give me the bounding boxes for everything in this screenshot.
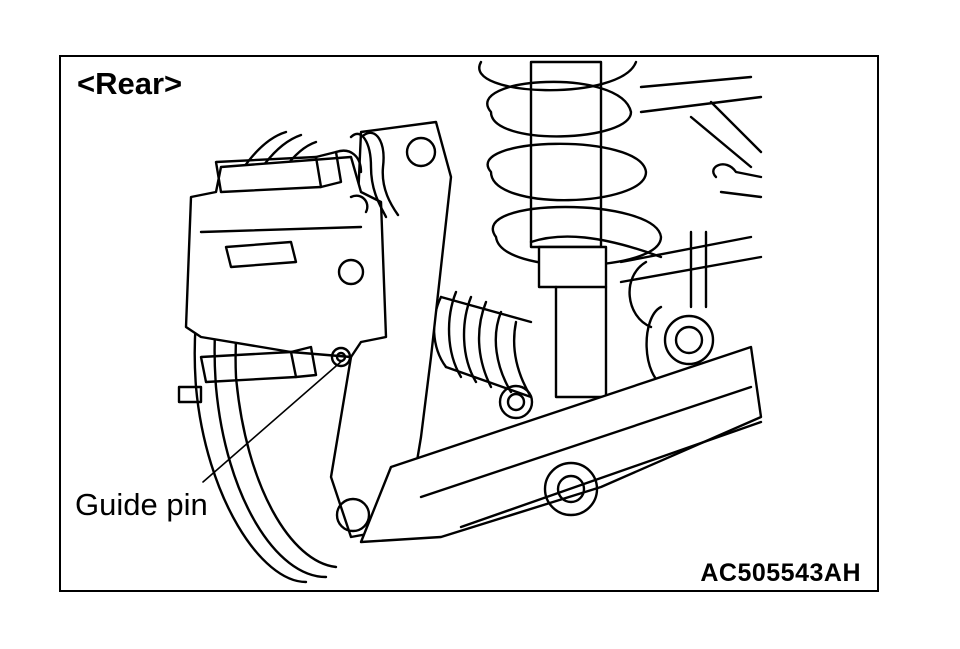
- view-label: <Rear>: [77, 66, 183, 101]
- upper-links: [619, 75, 763, 389]
- lower-arm: [359, 345, 763, 544]
- figure-id: AC505543AH: [700, 559, 861, 587]
- brake-caliper: [184, 149, 388, 384]
- guide-pin-label: Guide pin: [75, 487, 208, 522]
- coil-spring: [478, 60, 663, 267]
- rear-brake-caliper-suspension-drawing: [177, 60, 763, 584]
- drive-shaft-boot: [432, 290, 533, 399]
- brake-hose: [349, 131, 400, 219]
- diagram-frame: <Rear> Guide pin AC505543AH: [59, 55, 879, 592]
- guide-pin-leader-line: [202, 359, 344, 483]
- shock-absorber: [529, 235, 663, 399]
